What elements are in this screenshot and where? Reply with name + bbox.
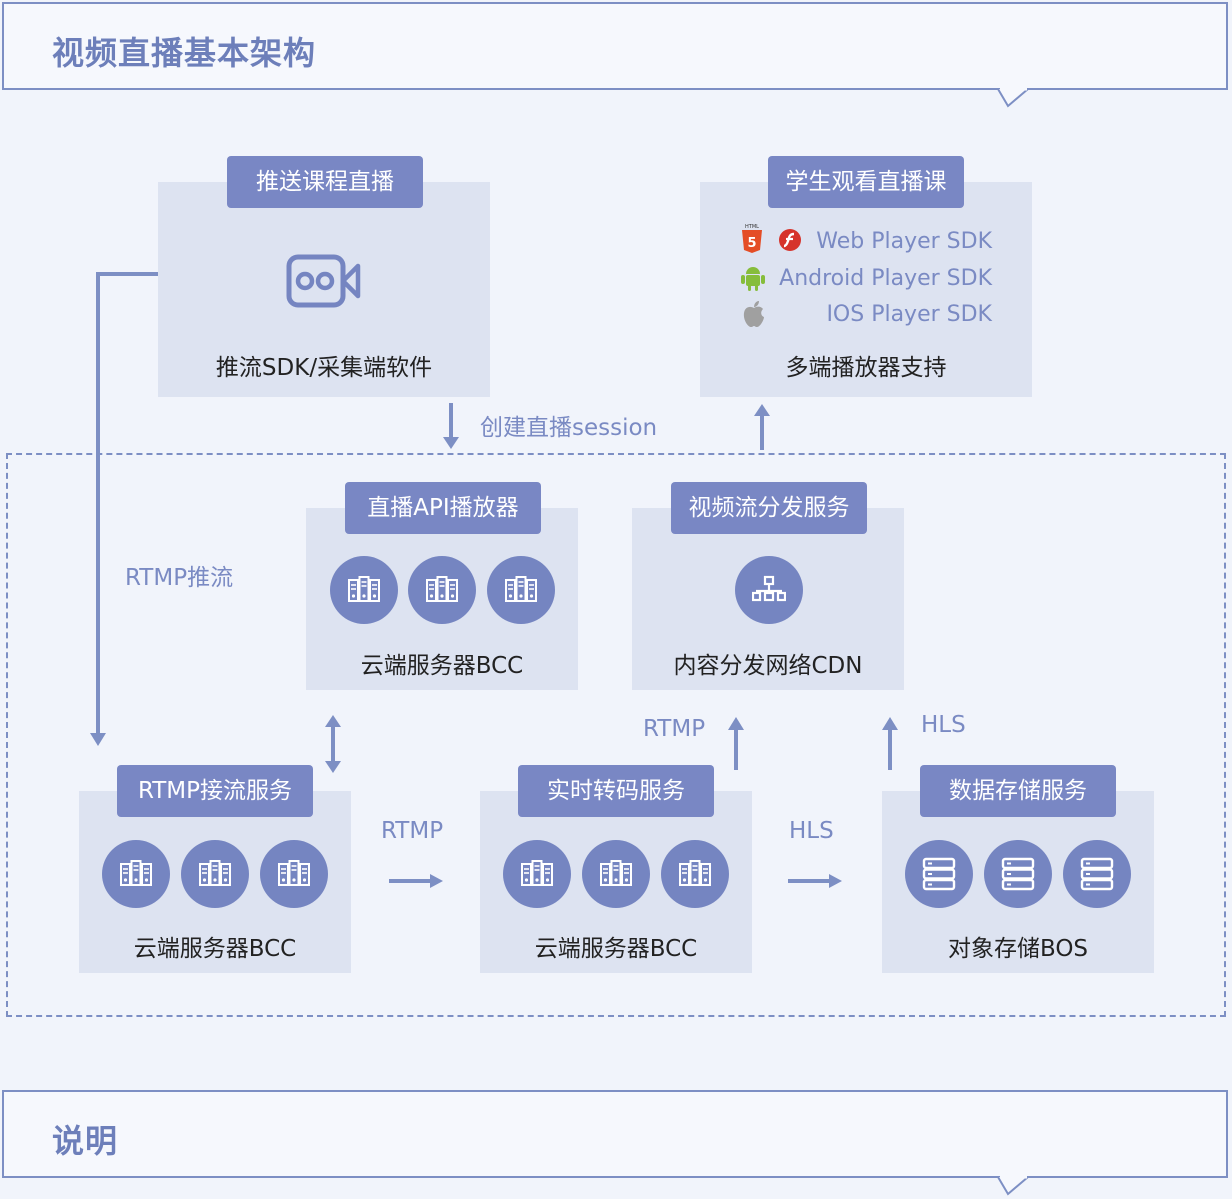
storage-card: 对象存储BOS <box>882 791 1154 973</box>
sdk-android: Android Player SDK <box>779 266 992 291</box>
edge-label-rtmp-cdn: RTMP <box>643 716 706 742</box>
rtmp-recv-card: 云端服务器BCC <box>79 791 351 973</box>
cdn-card: 内容分发网络CDN <box>632 508 904 690</box>
footer-panel: 说明 <box>2 1090 1228 1178</box>
video-camera-icon <box>286 252 362 314</box>
server-icon <box>260 840 328 908</box>
flash-icon <box>778 228 802 256</box>
transcode-tag: 实时转码服务 <box>518 765 714 817</box>
page-title: 视频直播基本架构 <box>52 34 317 72</box>
rtmp-recv-caption: 云端服务器BCC <box>133 936 297 962</box>
storage-icon <box>1063 840 1131 908</box>
sdk-web: Web Player SDK <box>816 229 992 254</box>
storage-caption: 对象存储BOS <box>947 936 1089 962</box>
network-icon <box>735 556 803 624</box>
server-icon <box>408 556 476 624</box>
edge-label-rtmp-push: RTMP推流 <box>125 565 234 591</box>
footer-callout-tail <box>997 1176 1029 1196</box>
server-icon <box>661 840 729 908</box>
edge-label-rtmp-transcode: RTMP <box>381 818 444 844</box>
cloud-services-region <box>6 453 1226 1017</box>
server-icon <box>330 556 398 624</box>
api-tag: 直播API播放器 <box>345 482 541 534</box>
header-panel: 视频直播基本架构 <box>2 2 1228 90</box>
api-card: 云端服务器BCC <box>306 508 578 690</box>
watch-tag: 学生观看直播课 <box>768 156 964 208</box>
storage-icon <box>984 840 1052 908</box>
api-caption: 云端服务器BCC <box>360 653 524 679</box>
push-card: 推流SDK/采集端软件 <box>158 182 490 397</box>
cdn-caption: 内容分发网络CDN <box>673 653 863 679</box>
server-icon <box>102 840 170 908</box>
header-callout-tail <box>997 88 1029 108</box>
footer-title: 说明 <box>52 1122 119 1160</box>
cdn-tag: 视频流分发服务 <box>671 482 867 534</box>
server-icon <box>487 556 555 624</box>
server-icon <box>503 840 571 908</box>
svg-text:HTML: HTML <box>745 224 759 230</box>
edge-label-hls-cdn: HLS <box>921 712 966 738</box>
transcode-card: 云端服务器BCC <box>480 791 752 973</box>
watch-card: HTML 5 Web Player SDK Android Player SDK… <box>700 182 1032 397</box>
rtmp-recv-tag: RTMP接流服务 <box>117 765 313 817</box>
storage-icon <box>905 840 973 908</box>
html5-icon: HTML 5 <box>741 223 763 257</box>
transcode-caption: 云端服务器BCC <box>534 936 698 962</box>
edge-label-hls-storage: HLS <box>789 818 834 844</box>
server-icon <box>181 840 249 908</box>
android-icon <box>740 264 766 296</box>
svg-text:5: 5 <box>747 236 756 251</box>
apple-icon <box>742 300 766 332</box>
arrow-rtmp-push <box>96 272 158 736</box>
edge-label-create-session: 创建直播session <box>480 415 658 441</box>
storage-tag: 数据存储服务 <box>920 765 1116 817</box>
push-caption: 推流SDK/采集端软件 <box>215 355 433 381</box>
server-icon <box>582 840 650 908</box>
push-tag: 推送课程直播 <box>227 156 423 208</box>
watch-caption: 多端播放器支持 <box>785 355 947 381</box>
sdk-ios: IOS Player SDK <box>826 302 992 327</box>
